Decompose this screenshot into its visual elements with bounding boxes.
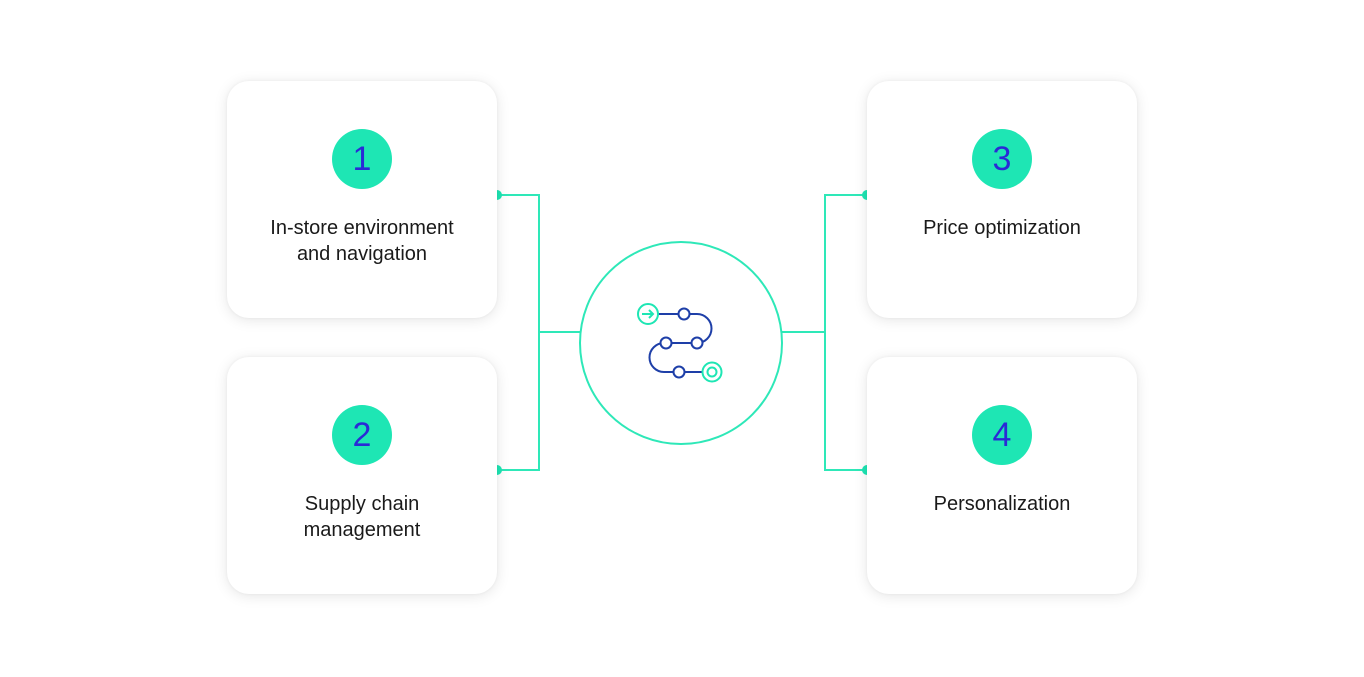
card-number-badge: 4 <box>972 405 1032 465</box>
card-label: Personalization <box>933 493 1071 515</box>
card-in-store-environment: 1 In-store environment and navigation <box>227 81 497 318</box>
left-connector <box>497 194 581 471</box>
card-label: In-store environment and navigation <box>270 217 454 265</box>
card-number-badge: 1 <box>332 129 392 189</box>
card-label: Price optimization <box>923 217 1081 239</box>
card-supply-chain: 2 Supply chain management <box>227 357 497 594</box>
card-number-badge: 2 <box>332 405 392 465</box>
route-path-icon <box>637 303 723 383</box>
right-connector <box>781 194 867 471</box>
card-personalization: 4 Personalization <box>867 357 1137 594</box>
card-label: Supply chain management <box>303 493 421 541</box>
card-price-optimization: 3 Price optimization <box>867 81 1137 318</box>
card-number-badge: 3 <box>972 129 1032 189</box>
